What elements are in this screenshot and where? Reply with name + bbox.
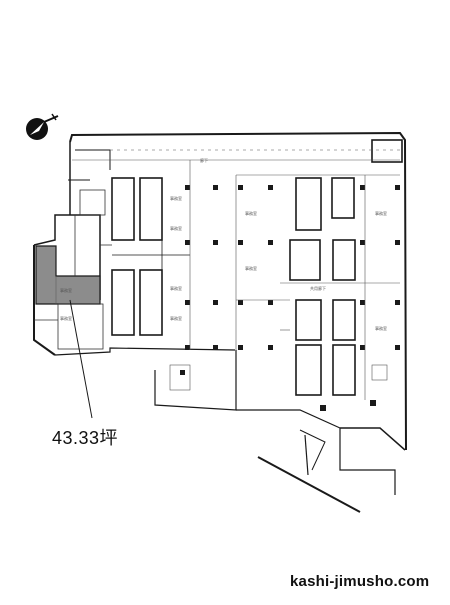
structural-columns: [180, 185, 400, 411]
svg-text:事務室: 事務室: [245, 210, 257, 216]
left-wing-rooms: [34, 189, 112, 350]
highlighted-unit: 事務室: [35, 245, 101, 305]
building-outline: [33, 131, 407, 513]
svg-text:廊下: 廊下: [200, 157, 208, 163]
core-columns-right: [289, 139, 403, 396]
svg-text:事務室: 事務室: [170, 285, 182, 291]
svg-text:事務室: 事務室: [60, 287, 72, 293]
interior-partitions: [72, 149, 400, 400]
room-tags: 事務室 事務室 事務室 事務室 事務室 事務室 事務室 事務室 共用廊下 廊下 …: [60, 157, 387, 331]
svg-text:事務室: 事務室: [375, 325, 387, 331]
svg-text:事務室: 事務室: [245, 265, 257, 271]
svg-text:事務室: 事務室: [60, 315, 72, 321]
svg-text:共用廊下: 共用廊下: [310, 285, 326, 291]
site-credit: kashi-jimusho.com: [290, 573, 430, 590]
svg-text:事務室: 事務室: [170, 195, 182, 201]
north-arrow-icon: [26, 113, 59, 140]
unit-area-label: 43.33坪: [52, 428, 119, 448]
svg-text:事務室: 事務室: [170, 225, 182, 231]
svg-text:事務室: 事務室: [170, 315, 182, 321]
svg-text:事務室: 事務室: [375, 210, 387, 216]
area-leader-line: [69, 299, 93, 419]
core-columns-left: [111, 177, 190, 336]
